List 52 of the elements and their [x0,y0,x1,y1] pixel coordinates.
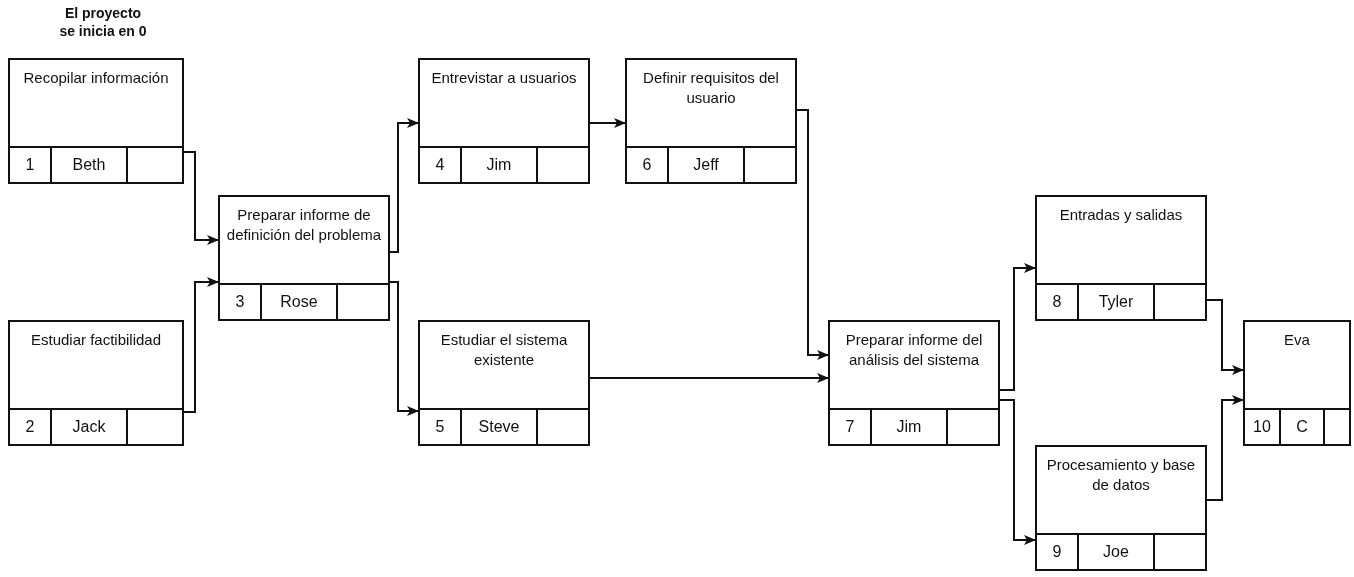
arrow [1206,395,1244,501]
assignee: Jeff [667,148,743,182]
assignee: Steve [460,410,536,444]
task-box [418,58,590,184]
task-number: 7 [844,417,856,437]
task-name: Entradas y salidas [1059,205,1183,225]
task-name: Preparar informe del análisis del sistema [844,330,984,370]
task-box [1035,195,1207,321]
task-name: Eva [1284,330,1310,350]
arrow [389,118,419,253]
task-name: Estudiar el sistema existente [439,330,569,370]
arrow [999,399,1036,545]
assignee: Jim [870,410,946,444]
arrow [389,281,419,416]
assignee: Jack [50,410,126,444]
arrow [1206,299,1244,375]
task-box [8,58,184,184]
assignee: Beth [50,148,126,182]
task-box [1243,320,1351,446]
arrow [589,118,626,128]
task-name: Entrevistar a usuarios [431,68,577,88]
task-box [418,320,590,446]
task-name: Estudiar factibilidad [30,330,162,350]
arrow [999,263,1036,391]
assignee: Rose [260,285,336,319]
task-name: Procesamiento y base de datos [1045,455,1197,495]
task-number: 3 [234,292,246,312]
task-number: 2 [24,417,36,437]
task-name: Recopilar información [23,68,169,88]
assignee: Tyler [1077,285,1153,319]
task-number: 9 [1051,542,1063,562]
task-name: Preparar informe de definición del problema [226,205,382,245]
task-name: Definir requisitos del usuario [642,68,780,108]
assignee: Joe [1077,535,1153,569]
arrow [183,151,219,245]
task-number: 4 [434,155,446,175]
task-number: 5 [434,417,446,437]
task-box [1035,445,1207,571]
assignee: Jim [460,148,536,182]
assignee: C [1279,410,1323,444]
task-box [8,320,184,446]
arrow [183,277,219,413]
task-number: 6 [641,155,653,175]
task-number: 1 [24,155,36,175]
task-box [625,58,797,184]
arrow [589,373,829,383]
task-box [218,195,390,321]
start-note: El proyecto se inicia en 0 [58,4,148,40]
task-number: 8 [1051,292,1063,312]
arrow [796,109,829,360]
task-number: 10 [1252,417,1272,437]
task-box [828,320,1000,446]
